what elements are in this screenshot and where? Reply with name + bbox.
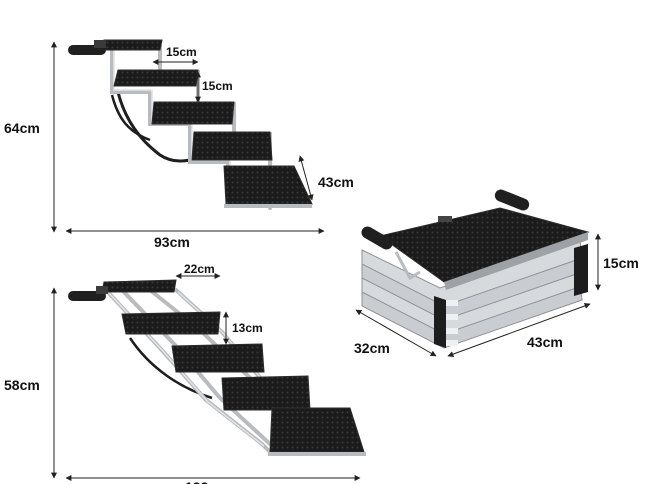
bottom-step-gap-label: 13cm xyxy=(232,321,263,335)
folded-thickness-label: 15cm xyxy=(603,255,639,271)
folded-dimensions xyxy=(355,233,601,357)
top-height-label: 64cm xyxy=(4,120,40,136)
bottom-treads xyxy=(101,279,366,456)
top-tread-depth-label: 43cm xyxy=(318,174,354,190)
folded-handle-left xyxy=(361,226,393,250)
top-treads xyxy=(101,39,313,208)
bottom-dimensions xyxy=(51,273,361,481)
folded-depth-label: 32cm xyxy=(354,340,390,356)
folded-ladder xyxy=(361,189,590,349)
folded-handle-right xyxy=(494,189,530,211)
bottom-step-rise-label: 22cm xyxy=(184,262,215,276)
folded-width-label: 43cm xyxy=(527,334,563,350)
bottom-height-label: 58cm xyxy=(4,377,40,393)
bottom-ladder xyxy=(68,279,366,456)
top-length-label: 93cm xyxy=(154,234,190,250)
top-step-rise-label: 15cm xyxy=(166,45,197,59)
top-ladder xyxy=(68,39,313,210)
top-dimensions xyxy=(51,41,325,234)
bottom-length-label: 122cm xyxy=(185,479,229,484)
top-step-gap-label: 15cm xyxy=(202,79,233,93)
